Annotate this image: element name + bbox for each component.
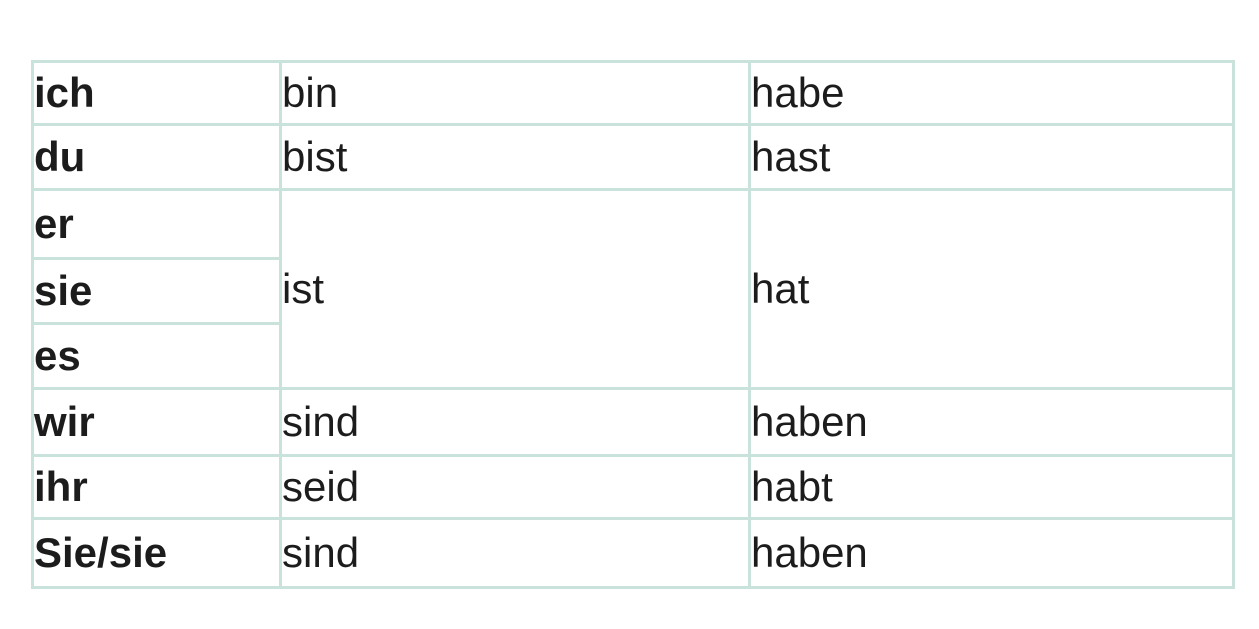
sein-cell: sind — [279, 517, 751, 589]
pronoun-cell: ihr — [31, 454, 282, 520]
table-row: Sie/sie sind haben — [31, 517, 1235, 589]
pronoun-cell: es — [31, 322, 282, 390]
table-row: sie — [31, 257, 1234, 325]
table-row: ich bin habe — [31, 60, 1235, 126]
pronoun-cell: du — [31, 123, 282, 191]
pronoun-cell: er — [31, 188, 282, 260]
haben-cell: haben — [748, 387, 1235, 457]
pronoun-cell: ich — [31, 60, 282, 126]
pronoun-cell: sie — [31, 257, 282, 325]
haben-cell: habe — [748, 60, 1235, 126]
table-row: es — [31, 322, 1234, 390]
table-row: ihr seid habt — [31, 454, 1235, 520]
haben-cell: habt — [748, 454, 1235, 520]
haben-cell: hast — [748, 123, 1235, 191]
haben-cell: haben — [748, 517, 1235, 589]
pronoun-cell: Sie/sie — [31, 517, 282, 589]
haben-cell: hat — [748, 188, 1235, 390]
table-row: du bist hast — [31, 123, 1235, 191]
sein-cell: ist — [279, 188, 751, 390]
conjugation-table: ich bin habe du bist hast er ist hat sie… — [31, 60, 1235, 589]
table-row: er ist hat — [31, 188, 1235, 390]
sein-cell: bin — [279, 60, 751, 126]
table-row: wir sind haben — [31, 387, 1235, 457]
sein-cell: sind — [279, 387, 751, 457]
pronoun-cell: wir — [31, 387, 282, 457]
sein-cell: seid — [279, 454, 751, 520]
sein-cell: bist — [279, 123, 751, 191]
